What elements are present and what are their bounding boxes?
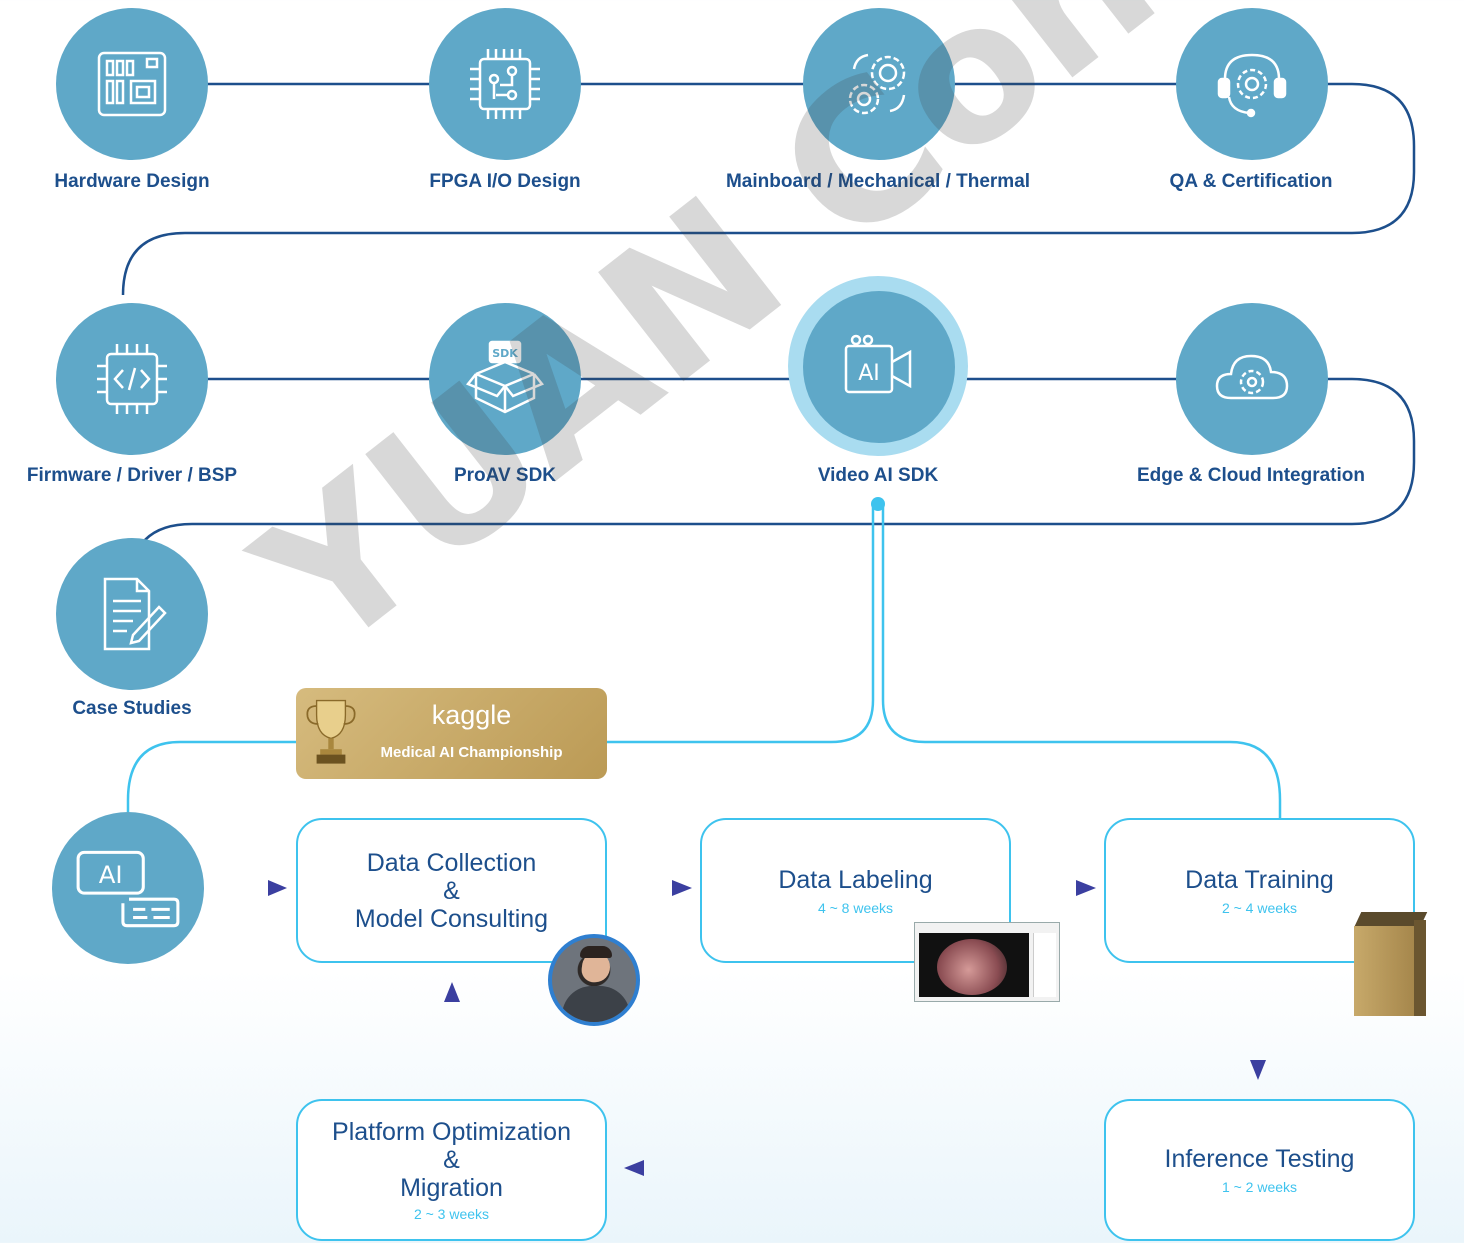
step-fpga-io-design bbox=[429, 8, 581, 160]
platform-optimization-subtitle: Migration bbox=[400, 1174, 503, 1202]
sdk-box-icon: SDK bbox=[465, 340, 545, 414]
inference-testing-duration: 1 ~ 2 weeks bbox=[1221, 1179, 1298, 1195]
branch-node bbox=[871, 497, 885, 511]
label-qa-certification: QA & Certification bbox=[1169, 171, 1333, 192]
step-video-ai-sdk: AI bbox=[803, 291, 955, 443]
platform-optimization-amp: & bbox=[443, 1146, 460, 1174]
branch-left bbox=[126, 504, 875, 812]
platform-optimization-title: Platform Optimization bbox=[332, 1118, 571, 1146]
step-qa-certification bbox=[1176, 8, 1328, 160]
data-training-duration: 2 ~ 4 weeks bbox=[1221, 899, 1298, 916]
ai-start-text: AI bbox=[99, 860, 123, 889]
label-hardware-design: Hardware Design bbox=[54, 171, 210, 192]
step-proav-sdk: SDK bbox=[429, 303, 581, 455]
trophy-icon bbox=[306, 699, 356, 764]
step-firmware-driver-bsp bbox=[56, 303, 208, 455]
ai-camera-icon: AI bbox=[844, 334, 912, 394]
svg-text:AI: AI bbox=[858, 361, 880, 386]
label-fpga-io-design: FPGA I/O Design bbox=[429, 171, 581, 192]
kaggle-brand: kaggle bbox=[431, 700, 512, 730]
document-pen-icon bbox=[103, 577, 167, 651]
data-labeling-title: Data Labeling bbox=[778, 865, 933, 894]
label-case-studies: Case Studies bbox=[72, 698, 192, 719]
platform-optimization-duration: 2 ~ 3 weeks bbox=[413, 1206, 490, 1222]
kaggle-subtitle: Medical AI Championship bbox=[380, 744, 563, 761]
arrow-ai-to-collection bbox=[212, 880, 287, 896]
row2-connector bbox=[128, 377, 1416, 587]
kaggle-badge: kaggle Medical AI Championship bbox=[296, 688, 607, 779]
label-video-ai-sdk: Video AI SDK bbox=[817, 465, 939, 486]
data-labeling-duration: 4 ~ 8 weeks bbox=[817, 899, 894, 916]
branch-right bbox=[881, 504, 1282, 818]
row1-connector bbox=[121, 82, 1416, 296]
box-data-collection: Data Collection & Model Consulting bbox=[296, 818, 607, 963]
step-case-studies bbox=[56, 538, 208, 690]
avatar-hair bbox=[580, 946, 612, 958]
circuit-chip-icon bbox=[470, 49, 540, 119]
box-inference-testing: Inference Testing 1 ~ 2 weeks bbox=[1104, 1099, 1415, 1241]
step-mainboard-mechanical-thermal bbox=[803, 8, 955, 160]
arrow-inference-to-optimization bbox=[624, 1160, 1084, 1176]
svg-text:SDK: SDK bbox=[492, 347, 518, 360]
arrow-optimization-to-collection bbox=[444, 982, 460, 1080]
data-training-title: Data Training bbox=[1185, 865, 1334, 894]
label-firmware-driver-bsp: Firmware / Driver / BSP bbox=[26, 465, 238, 486]
data-collection-amp: & bbox=[443, 876, 460, 905]
avatar-sweater bbox=[562, 986, 630, 1022]
step-edge-cloud-integration bbox=[1176, 303, 1328, 455]
data-collection-title: Data Collection bbox=[366, 848, 537, 877]
inference-testing-title: Inference Testing bbox=[1164, 1145, 1355, 1173]
code-chip-icon bbox=[97, 344, 167, 414]
box-platform-optimization: Platform Optimization & Migration 2 ~ 3 … bbox=[296, 1099, 607, 1241]
arrow-training-to-inference bbox=[1250, 982, 1266, 1080]
endoscopy-image bbox=[937, 939, 1007, 995]
server-side bbox=[1414, 920, 1426, 1016]
headset-gear-icon bbox=[1217, 53, 1287, 118]
motherboard-icon bbox=[97, 51, 167, 117]
data-collection-subtitle: Model Consulting bbox=[354, 904, 549, 933]
arrow-collection-to-labeling bbox=[614, 880, 692, 896]
ai-start-node: AI bbox=[52, 812, 204, 964]
ai-screen-icon: AI bbox=[76, 850, 180, 928]
server-front bbox=[1354, 926, 1414, 1016]
arrow-labeling-to-training bbox=[1018, 880, 1096, 896]
label-edge-cloud-integration: Edge & Cloud Integration bbox=[1137, 465, 1365, 486]
cloud-gear-icon bbox=[1215, 354, 1289, 400]
labeling-side-panel bbox=[1033, 933, 1056, 997]
step-hardware-design bbox=[56, 8, 208, 160]
label-mainboard-mechanical-thermal: Mainboard / Mechanical / Thermal bbox=[725, 171, 1031, 192]
label-proav-sdk: ProAV SDK bbox=[453, 465, 557, 486]
consultant-avatar bbox=[548, 934, 640, 1026]
gears-icon bbox=[848, 53, 906, 115]
labeling-tool-screenshot bbox=[914, 922, 1060, 1002]
training-server-image bbox=[1352, 908, 1428, 1018]
